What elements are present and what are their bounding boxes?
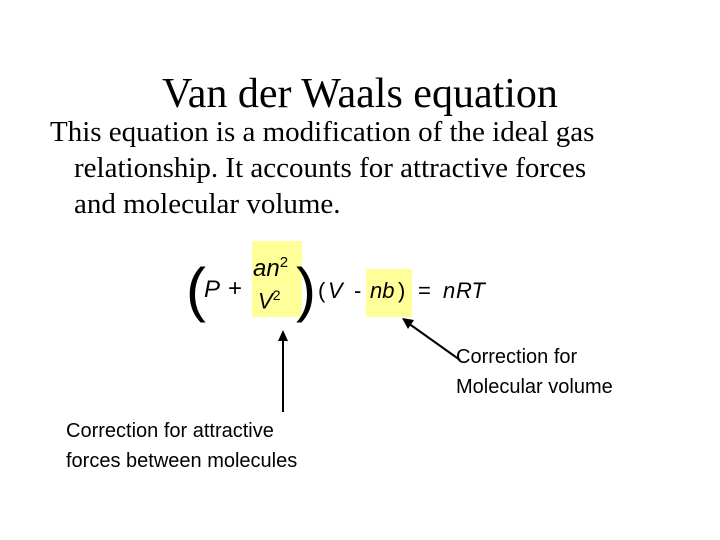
arrow-volume-line: [407, 322, 461, 361]
denominator-v-text: V: [258, 288, 273, 314]
note-attractive-line-2: forces between molecules: [66, 450, 298, 472]
volume-symbol: V: [328, 278, 343, 303]
nb-term: nb: [370, 278, 395, 303]
rt-term: RT: [456, 278, 485, 303]
mole-symbol: n: [443, 278, 456, 303]
denominator-v: V2: [258, 287, 280, 314]
minus-sign: -: [354, 278, 362, 303]
body-line-1: This equation is a modification of the i…: [50, 116, 595, 148]
big-close-paren: ): [296, 256, 316, 323]
numerator-an-text: an: [253, 255, 280, 282]
highlight-attraction-term: [252, 241, 302, 317]
arrow-volume-head: [402, 318, 414, 329]
equals-sign: =: [418, 278, 431, 303]
slide-body-text: This equation is a modification of the i…: [50, 114, 690, 222]
note-volume-line-1: Correction for: [456, 346, 578, 368]
paren-open-2: (: [318, 278, 326, 303]
denominator-exponent: 2: [272, 287, 281, 303]
note-molecular-volume: Correction for Molecular volume: [456, 342, 613, 402]
numerator-an: an2: [253, 254, 288, 283]
big-open-paren: (: [186, 256, 206, 323]
note-attractive-forces: Correction for attractive forces between…: [66, 416, 297, 476]
note-volume-line-2: Molecular volume: [456, 376, 613, 398]
note-attractive-line-1: Correction for attractive: [66, 420, 274, 442]
body-line-3: and molecular volume.: [74, 188, 341, 220]
numerator-exponent: 2: [279, 254, 289, 271]
arrow-attraction-head: [278, 330, 288, 341]
pressure-symbol: P: [204, 276, 221, 303]
slide-title: Van der Waals equation: [162, 71, 558, 117]
highlight-volume-term: [366, 269, 412, 317]
paren-close-2: ): [398, 278, 406, 303]
body-line-2: relationship. It accounts for attractive…: [74, 152, 587, 184]
plus-sign: +: [228, 275, 243, 302]
